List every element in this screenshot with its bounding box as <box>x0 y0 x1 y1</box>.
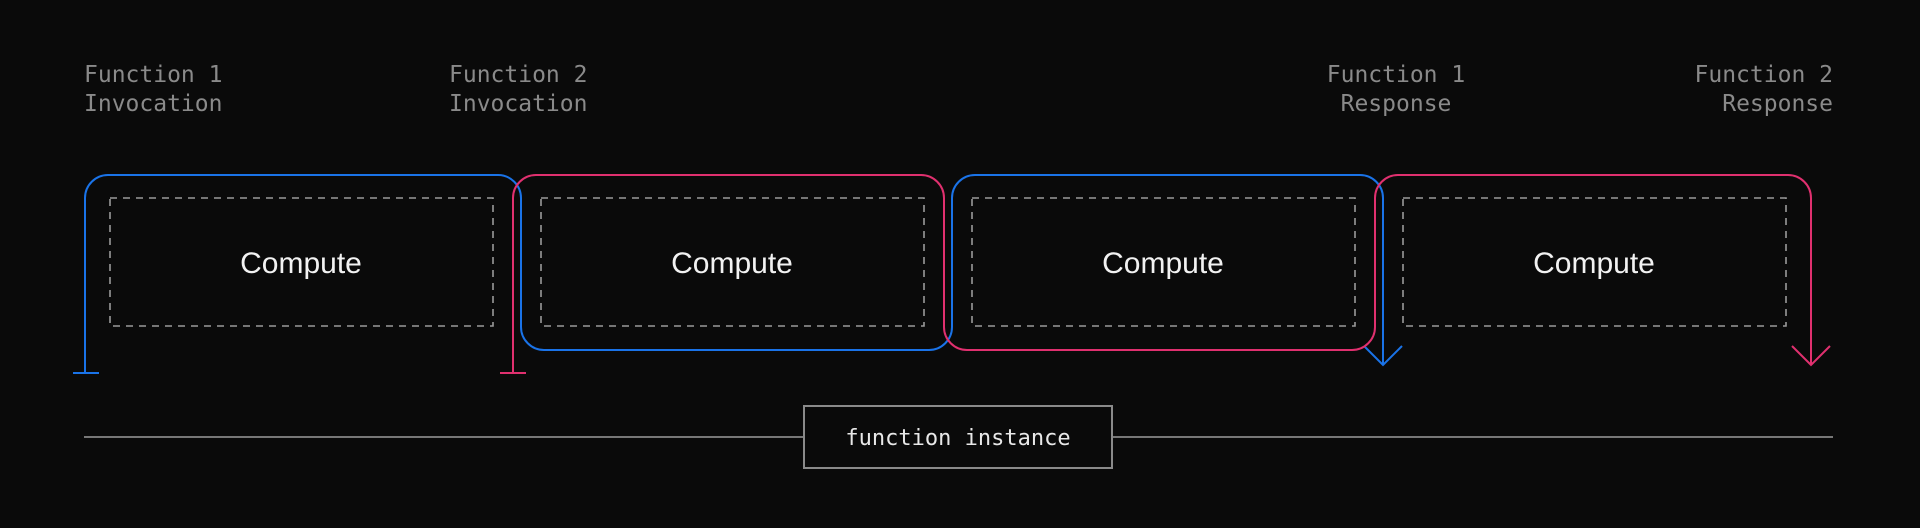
compute-block-1: Compute <box>109 197 494 327</box>
function-1-flow-path <box>84 174 1384 373</box>
function-2-response-label-line2: Response <box>1722 91 1833 117</box>
function-instance-box <box>803 405 1113 469</box>
function-2-invocation-label-line1: Function 2 <box>449 62 587 88</box>
compute-block-1-label: Compute <box>240 247 362 280</box>
function-2-flow-path <box>512 174 1812 373</box>
function-1-invocation-label-line1: Function 1 <box>84 62 222 88</box>
function-instance-label: function instance <box>845 426 1070 451</box>
compute-block-1-border <box>109 197 494 327</box>
compute-block-4-label: Compute <box>1533 247 1655 280</box>
compute-block-2-label: Compute <box>671 247 793 280</box>
function-1-response-arrowhead <box>1363 345 1403 367</box>
compute-block-4-border <box>1402 197 1787 327</box>
compute-block-3-label: Compute <box>1102 247 1224 280</box>
function-1-response-label-line2: Response <box>1341 91 1452 117</box>
compute-block-3-border <box>971 197 1356 327</box>
compute-block-2: Compute <box>540 197 925 327</box>
function-2-response-arrowhead <box>1791 345 1831 367</box>
compute-block-2-border <box>540 197 925 327</box>
function-2-invocation-label-line2: Invocation <box>449 91 587 117</box>
compute-block-4: Compute <box>1402 197 1787 327</box>
function-1-response-label-line1: Function 1 <box>1327 62 1465 88</box>
compute-block-3: Compute <box>971 197 1356 327</box>
function-2-response-label-line1: Function 2 <box>1695 62 1833 88</box>
function-1-invocation-label-line2: Invocation <box>84 91 222 117</box>
